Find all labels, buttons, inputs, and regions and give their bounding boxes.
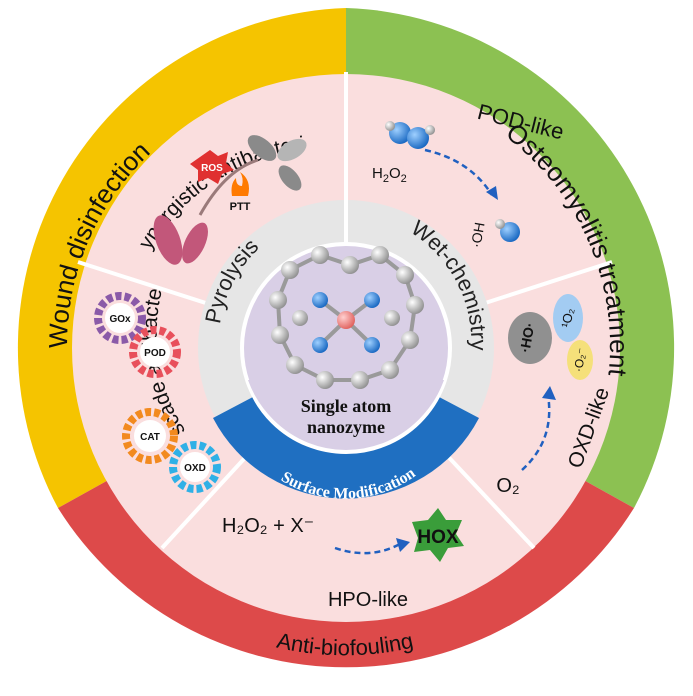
hox-star-icon	[412, 508, 464, 562]
center-title-line2: nanozyme	[307, 417, 385, 437]
h2o2-label: H2O2	[372, 165, 407, 185]
gear-icon: POD	[129, 326, 181, 378]
pod-arrow	[424, 148, 494, 196]
hox-label: HOX	[417, 527, 459, 548]
svg-text:GOx: GOx	[109, 314, 131, 325]
gear-icon: OXD	[169, 441, 221, 493]
center-lower	[248, 380, 444, 450]
flame-icon	[231, 172, 249, 196]
superoxide-label: ·O₂⁻	[571, 347, 589, 373]
hpo-arrow	[334, 542, 401, 555]
hpo-equation: H₂O₂ + X⁻	[222, 515, 314, 537]
ros-badge	[190, 150, 234, 184]
superoxide-cloud	[567, 340, 593, 380]
oh-molecule-icon	[495, 219, 520, 242]
ptt-text: PTT	[230, 201, 251, 213]
svg-text:POD: POD	[144, 348, 166, 359]
synergistic-arrow	[198, 158, 259, 216]
svg-text:OXD: OXD	[184, 463, 206, 474]
h2o2-molecule-icon	[385, 121, 435, 149]
bacteria-illustration	[153, 135, 307, 265]
gear-icon: GOx	[94, 292, 146, 344]
gear-icon: CAT	[122, 408, 178, 464]
svg-text:CAT: CAT	[140, 432, 160, 443]
oh-dot-label: ·OH	[467, 221, 487, 249]
hpo-like-label: HPO-like	[328, 589, 408, 611]
oh-radical-label: ·HO·	[517, 321, 538, 354]
oxd-arrow	[521, 394, 551, 471]
o2-label: O₂	[496, 475, 519, 497]
cloud-icon	[508, 312, 552, 364]
metal-atom	[337, 311, 355, 329]
singlet-o2-cloud	[553, 294, 583, 342]
center-title-line1: Single atom	[301, 396, 392, 416]
ros-text: ROS	[201, 163, 223, 174]
lattice-structure	[269, 246, 424, 389]
singlet-o2-label: ¹O₂	[558, 307, 576, 329]
